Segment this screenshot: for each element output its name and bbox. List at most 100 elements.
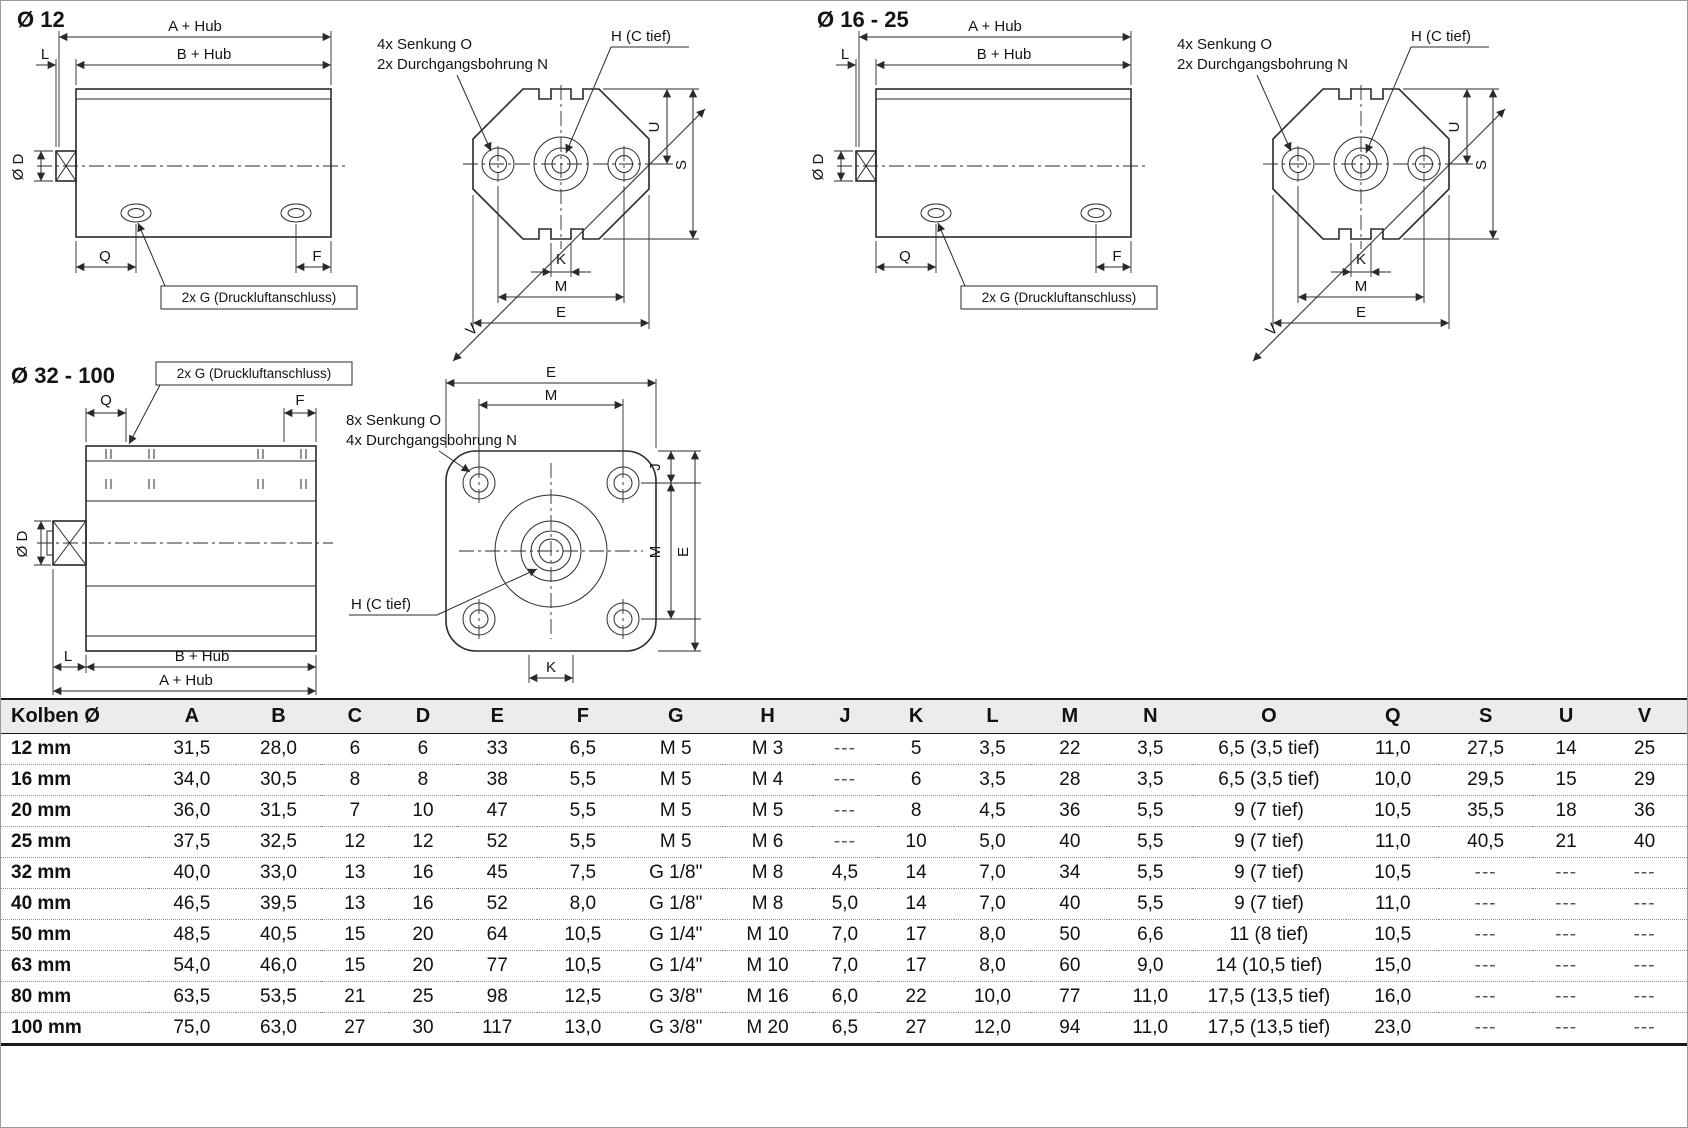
column-header: H (723, 698, 812, 734)
dimension-value-cell: 31,5 (147, 733, 237, 765)
column-header: J (811, 698, 878, 734)
dimension-value-cell: 14 (1532, 733, 1601, 765)
column-header: V (1600, 698, 1687, 734)
dimension-value-cell: 10,0 (1346, 764, 1440, 796)
row-size-label: 25 mm (1, 826, 148, 858)
dimension-value-cell: --- (1600, 950, 1687, 982)
dim-label-l: L (41, 46, 49, 63)
d12-geometry (34, 31, 705, 361)
row-size-label: 80 mm (1, 981, 148, 1013)
dim-label-m-top: M (545, 387, 558, 404)
center-thread-leader-line (349, 568, 538, 616)
dimension-value-cell: 10,5 (537, 919, 629, 951)
dimension-value-cell: M 3 (723, 733, 812, 765)
dimension-value-cell: G 3/8" (649, 1017, 703, 1038)
dim-label-m: M (1355, 278, 1368, 295)
dimension-value-cell: 7 (320, 795, 389, 827)
dimension-value-cell: --- (811, 826, 878, 858)
dimension-value-cell: --- (811, 733, 878, 765)
dimension-value-cell: 47 (457, 795, 538, 827)
dimension-value-cell: 10,5 (1346, 795, 1440, 827)
dim-label-b-hub: B + Hub (175, 648, 230, 665)
dimension-value-cell: M 10 (723, 919, 812, 951)
dimension-value-cell: 27 (344, 1017, 366, 1038)
dimension-value-cell: 3,5 (1109, 764, 1192, 796)
dimension-value-cell: --- (811, 795, 878, 827)
dimension-value-cell: 10,5 (1346, 919, 1440, 951)
through-hole-label: 4x Durchgangsbohrung N (346, 432, 517, 449)
dimension-value-cell: 13 (320, 888, 389, 920)
dimension-value-cell: 6,0 (811, 981, 878, 1013)
dimension-value-cell: 6,5 (3,5 tief) (1191, 764, 1347, 796)
dimension-value-cell: 9 (7 tief) (1191, 857, 1347, 889)
dimension-value-cell: 15 (1532, 764, 1601, 796)
dim-label-a-hub: A + Hub (168, 18, 222, 35)
dimension-value-cell: 12,0 (973, 1017, 1011, 1038)
row-size-label: 63 mm (1, 950, 148, 982)
dimension-value-cell: 8 (388, 764, 457, 796)
port-label: 2x G (Druckluftanschluss) (982, 290, 1137, 305)
dimension-value-cell: M 5 (628, 826, 724, 858)
row-size-label: 32 mm (1, 857, 148, 889)
dimension-value-cell: 22 (877, 981, 955, 1013)
dimension-value-cell: --- (1532, 981, 1601, 1013)
dimension-value-cell: 52 (457, 826, 538, 858)
dimension-value-cell: 17 (877, 919, 955, 951)
cylinder-body (85, 445, 317, 652)
flange-outline (445, 450, 657, 652)
dim-label-k: K (556, 251, 566, 268)
dimension-value-cell: 46,5 (147, 888, 237, 920)
center-thread-label: H (C tief) (611, 28, 671, 45)
dimension-value-cell: G 1/4" (628, 919, 724, 951)
dimension-value-cell: M 5 (723, 795, 812, 827)
row-size-label: 12 mm (1, 733, 148, 765)
dimension-value-cell: 34 (1030, 857, 1110, 889)
dimension-value-cell: 15 (320, 950, 389, 982)
dimension-value-cell: 10,5 (1346, 857, 1440, 889)
dimension-value-cell: 5,5 (537, 795, 629, 827)
dimension-value-cell: 63,0 (260, 1017, 297, 1038)
side-view: 2x G (Druckluftanschluss) Q F Ø D L B + … (14, 361, 353, 696)
dimension-value-cell: 10 (877, 826, 955, 858)
d32-100-drawing: Ø 32 - 100 (11, 361, 701, 696)
dimension-value-cell: 64 (457, 919, 538, 951)
dimension-value-cell: 60 (1030, 950, 1110, 982)
dimension-value-cell: --- (1532, 857, 1601, 889)
column-header: B (236, 698, 321, 734)
column-header: D (388, 698, 457, 734)
dimension-value-cell: 20 (388, 919, 457, 951)
dimension-value-cell: 34,0 (147, 764, 237, 796)
dimension-value-cell: 6,5 (537, 733, 629, 765)
dimension-value-cell: 5,5 (537, 764, 629, 796)
counterbore-label: 4x Senkung O (1177, 36, 1272, 53)
dim-label-b-hub: B + Hub (177, 46, 232, 63)
dim-label-f: F (312, 248, 321, 265)
column-header: A (147, 698, 237, 734)
column-header: G (628, 698, 724, 734)
dimension-value-cell: 117 (482, 1017, 513, 1038)
row-size-label: 16 mm (1, 764, 148, 796)
dimension-value-cell: 5 (877, 733, 955, 765)
dimension-value-cell: 54,0 (147, 950, 237, 982)
d12-title: Ø 12 (17, 7, 65, 32)
column-header-kolben: Kolben Ø (1, 698, 148, 734)
d16-25-geometry (834, 31, 1505, 361)
dimension-value-cell: 4,5 (954, 795, 1031, 827)
dimension-value-cell: 63,5 (147, 981, 237, 1013)
dimension-value-cell: 16 (388, 857, 457, 889)
dimension-value-cell: 6 (388, 733, 457, 765)
port-label: 2x G (Druckluftanschluss) (182, 290, 337, 305)
dimension-value-cell: M 8 (723, 857, 812, 889)
front-view: 8x Senkung O 4x Durchgangsbohrung N H (C… (346, 364, 701, 683)
dimension-value-cell: 15,0 (1346, 950, 1440, 982)
dim-label-q: Q (100, 392, 112, 409)
dimension-value-cell: 53,5 (236, 981, 321, 1013)
column-header: O (1191, 698, 1347, 734)
dimension-value-cell: 21 (1532, 826, 1601, 858)
dimension-value-cell: 37,5 (147, 826, 237, 858)
dimension-value-cell: 40,0 (147, 857, 237, 889)
dimension-value-cell: 9 (7 tief) (1191, 888, 1347, 920)
dimension-value-cell: 46,0 (236, 950, 321, 982)
dimension-value-cell: 11,0 (1346, 888, 1440, 920)
